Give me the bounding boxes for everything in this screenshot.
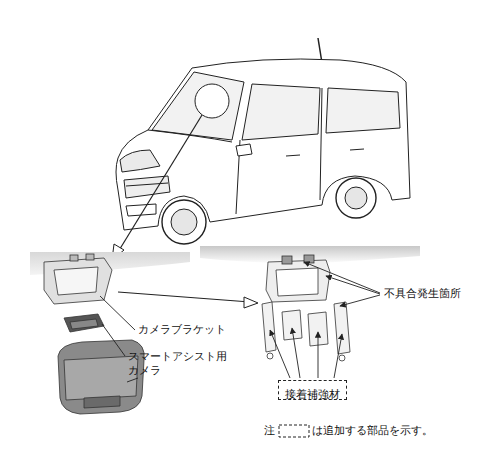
note-text: は追加する部品を示す。 [312, 424, 433, 438]
leader-lines [270, 262, 380, 378]
note-text: 注 [264, 424, 275, 438]
bracket-detail-drawing [200, 246, 420, 361]
pointer-arrow [112, 115, 202, 260]
part-label: 不具合発生箇所 [384, 287, 461, 301]
part-label: スマートアシスト用 カメラ [128, 350, 232, 378]
added-part-box: 接着補強材 [278, 380, 347, 400]
pointer-arrow [118, 292, 258, 308]
note-dashed-sample [279, 425, 309, 437]
car-drawing [116, 38, 410, 244]
part-name: 接着補強材 [285, 388, 340, 402]
part-label: カメラブラケット [138, 323, 226, 337]
